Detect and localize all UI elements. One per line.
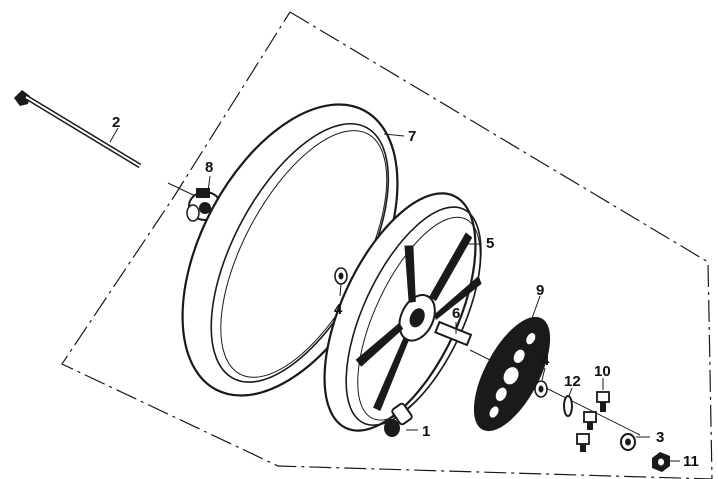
disc-bolts [576, 391, 610, 452]
callout-4a: 4 [334, 301, 343, 318]
assembly-boundary [61, 11, 713, 479]
bearing-left [334, 267, 348, 285]
callout-12: 12 [564, 373, 581, 390]
callout-10: 10 [594, 363, 611, 380]
axle-shaft [14, 90, 142, 169]
callout-3: 3 [656, 429, 664, 446]
callout-8: 8 [205, 159, 213, 176]
callout-6: 6 [452, 305, 460, 322]
callout-2: 2 [112, 114, 120, 131]
valve-stem [384, 402, 413, 437]
callout-1: 1 [422, 423, 430, 440]
axle-nut [652, 452, 670, 472]
spacer-collar [620, 433, 636, 451]
callout-11: 11 [683, 453, 699, 470]
callout-4b: 4 [541, 352, 550, 369]
callout-7: 7 [408, 128, 416, 145]
brake-disc [473, 316, 551, 432]
bearing-right [534, 380, 548, 398]
callout-5: 5 [486, 235, 494, 252]
leader-lines [109, 127, 680, 462]
oil-seal [563, 395, 573, 417]
distance-collar [434, 320, 473, 347]
callout-9: 9 [536, 282, 544, 299]
